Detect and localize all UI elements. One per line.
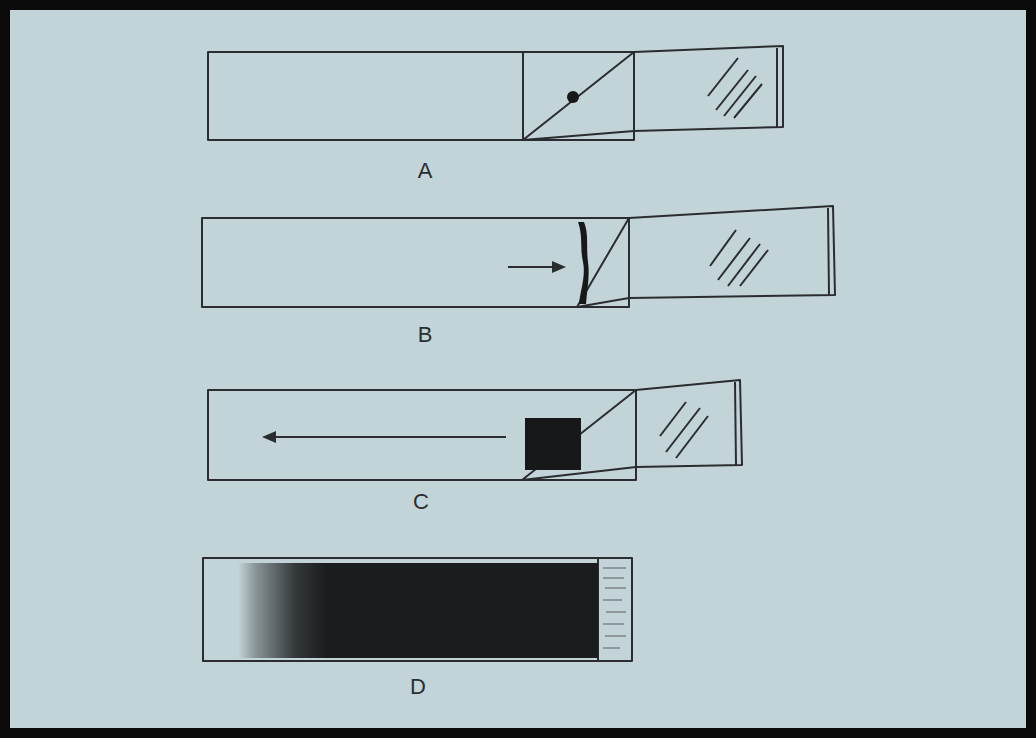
step-label: A	[418, 160, 433, 182]
page-ground: A B C D	[10, 10, 1026, 728]
step-label: C	[413, 491, 429, 513]
step-label: B	[418, 324, 433, 346]
step-label: D	[410, 676, 426, 698]
smear-illustration	[10, 10, 1026, 728]
